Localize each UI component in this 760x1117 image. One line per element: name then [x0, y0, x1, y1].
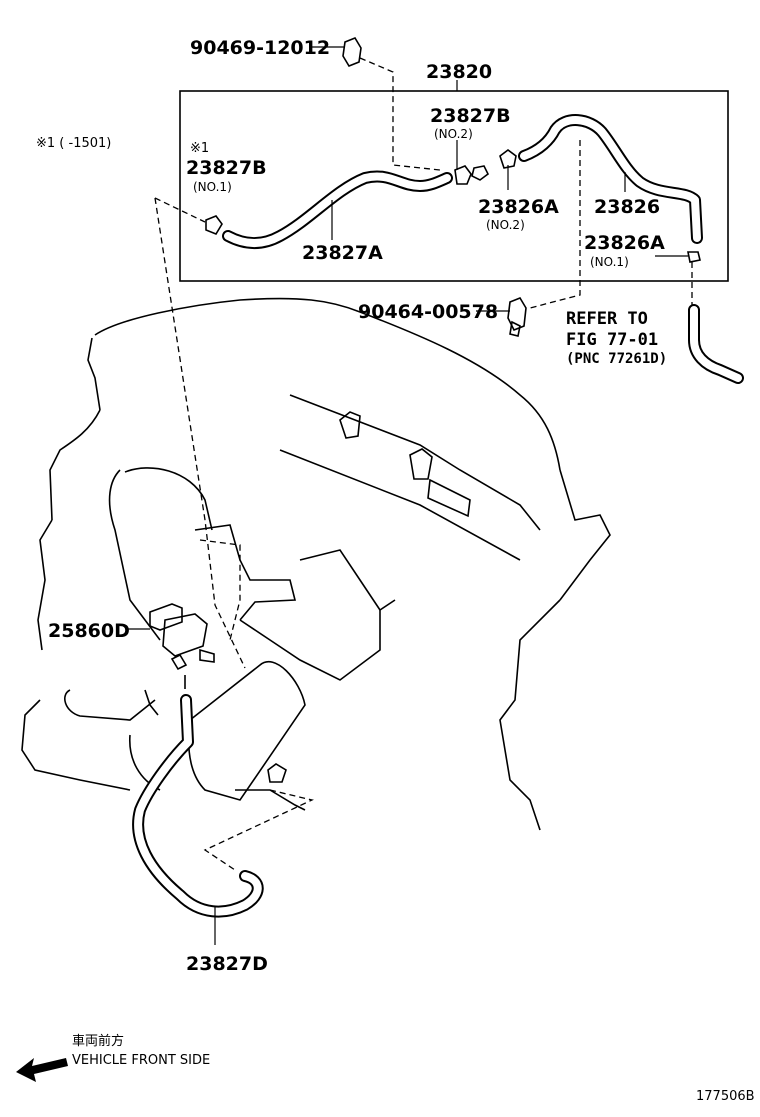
part-label-23820: 23820 [426, 61, 492, 83]
hose-23827a [222, 170, 453, 250]
part-sub-23826a-no2: (NO.2) [486, 218, 525, 232]
part-sub-23827b-no1: (NO.1) [193, 180, 232, 194]
part-label-23827a: 23827A [302, 242, 383, 264]
part-label-25860d: 25860D [48, 620, 130, 642]
engine-illustration [21, 297, 611, 831]
reference-line-2: FIG 77-01 [566, 330, 658, 350]
part-label-23826: 23826 [594, 196, 660, 218]
direction-japanese: 車両前方 [72, 1033, 124, 1049]
hose-23826 [518, 114, 703, 244]
footnote-mark: ※1 [190, 141, 209, 156]
part-label-23826a-no1: 23826A [584, 232, 665, 254]
part-label-90469: 90469-12012 [190, 37, 330, 59]
reference-line-3: (PNC 77261D) [566, 351, 667, 367]
part-label-23826a-no2: 23826A [478, 196, 559, 218]
connector-parts [205, 37, 701, 337]
drawing-id: 177506B [696, 1089, 755, 1104]
part-sub-23826a-no1: (NO.1) [590, 255, 629, 269]
direction-english: VEHICLE FRONT SIDE [72, 1053, 210, 1068]
hose-ref-77261d [688, 304, 744, 384]
part-label-23827b-no2: 23827B [430, 105, 511, 127]
leader-lines [126, 46, 688, 945]
hose-23827d [132, 694, 264, 918]
arrow-left-icon [16, 1058, 68, 1082]
footnote: ※1 ( -1501) [36, 136, 111, 151]
reference-line-1: REFER TO [566, 309, 648, 329]
part-label-23827b-no1: 23827B [186, 157, 267, 179]
assembly-box [179, 90, 729, 282]
part-label-23827d: 23827D [186, 953, 268, 975]
dashed-routing [154, 57, 693, 871]
part-sub-23827b-no2: (NO.2) [434, 127, 473, 141]
part-label-90464: 90464-00578 [358, 301, 498, 323]
